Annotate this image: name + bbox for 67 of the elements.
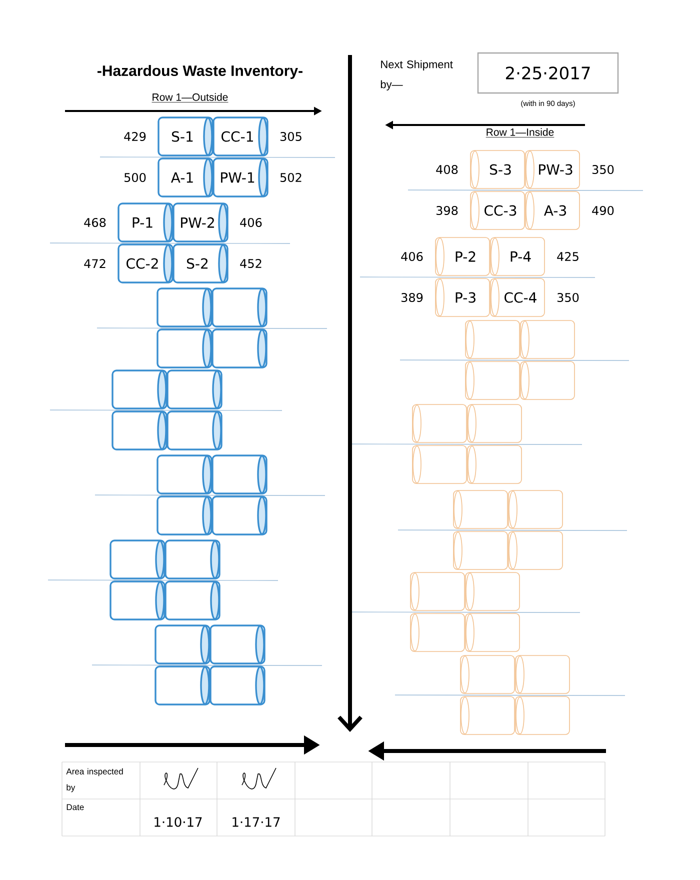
drum <box>110 540 166 580</box>
weight-number: 472 <box>84 259 106 268</box>
weight-number: 425 <box>557 252 578 262</box>
weight-number: 468 <box>84 218 106 228</box>
weight-number: 429 <box>124 132 146 142</box>
weight-number: 406 <box>240 218 262 228</box>
drum <box>210 666 266 706</box>
drum <box>212 288 268 328</box>
drum <box>156 496 212 536</box>
drum <box>154 624 210 664</box>
weight-number: 350 <box>592 164 614 174</box>
drum <box>156 328 212 368</box>
drum <box>467 445 522 484</box>
drum: CC-4 <box>490 278 545 317</box>
drum <box>156 288 212 328</box>
drum <box>166 370 222 410</box>
drum <box>508 531 563 570</box>
weight-number: 502 <box>280 172 302 182</box>
drum: S-1 <box>158 116 214 156</box>
weight-number: 406 <box>401 252 423 262</box>
weight-number: 389 <box>401 292 423 302</box>
drum <box>110 580 166 620</box>
drum: CC-2 <box>118 244 174 284</box>
title: -Hazardous Waste Inventory- <box>98 65 302 79</box>
weight-number: 452 <box>240 258 262 268</box>
handwritten-date: 1·17·17 <box>232 817 280 827</box>
weight-number: 305 <box>280 132 302 142</box>
drum <box>164 580 220 620</box>
table-label: Date <box>66 804 84 810</box>
table-label: Area inspected by <box>66 768 123 792</box>
drum <box>508 490 563 529</box>
drum <box>210 624 266 664</box>
drum <box>156 454 212 494</box>
weight-number: 408 <box>436 164 458 174</box>
weight-number: 350 <box>557 292 579 302</box>
weight-number: 398 <box>436 206 458 216</box>
drum <box>212 496 268 536</box>
weight-number: 490 <box>592 206 614 216</box>
weight-number: 500 <box>124 172 146 182</box>
drum <box>166 410 222 450</box>
drum <box>515 655 570 694</box>
shipment-label: Next Shipment by— <box>380 60 453 90</box>
drum: P-1 <box>118 202 174 242</box>
drum <box>515 696 570 735</box>
drum <box>465 613 520 652</box>
drum <box>154 666 210 706</box>
drum <box>465 572 520 611</box>
drum: PW-1 <box>212 158 268 198</box>
drum: A-3 <box>525 191 580 230</box>
drum <box>520 361 575 400</box>
drum: PW-2 <box>172 202 228 242</box>
drum: CC-1 <box>212 116 268 156</box>
date-box: 2·25·2017 <box>477 52 619 94</box>
drum: S-2 <box>172 244 228 284</box>
drum <box>112 370 168 410</box>
drum <box>467 404 522 443</box>
drum <box>164 540 220 580</box>
drum <box>212 328 268 368</box>
section-heading: Row 1—Inside <box>486 128 554 138</box>
drum <box>520 320 575 359</box>
drum <box>212 454 268 494</box>
drum <box>112 410 168 450</box>
drum: PW-3 <box>525 150 580 189</box>
section-heading: Row 1—Outside <box>152 93 228 102</box>
drum: P-4 <box>490 237 545 276</box>
drum: A-1 <box>158 158 214 198</box>
handwritten-date: 1·10·17 <box>154 817 202 827</box>
